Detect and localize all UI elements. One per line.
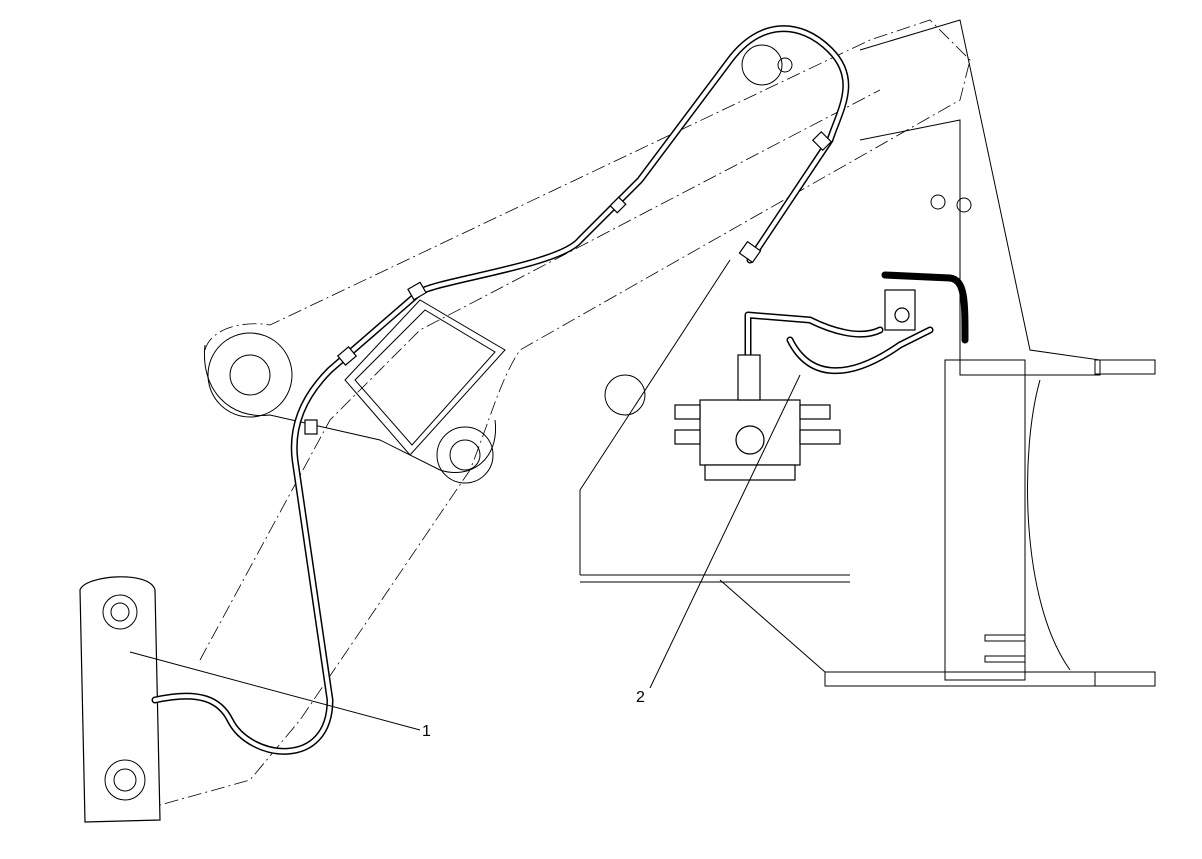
- callout-1: 1: [422, 723, 431, 740]
- frame: [579, 19, 1156, 687]
- leader-line-2: [649, 374, 801, 689]
- bucket-link: [79, 576, 161, 823]
- leader-line-1: [129, 651, 421, 731]
- hose-line: [151, 25, 850, 755]
- valve-block: [674, 271, 969, 481]
- boom-outline: [159, 19, 971, 806]
- callout-2: 2: [636, 689, 645, 706]
